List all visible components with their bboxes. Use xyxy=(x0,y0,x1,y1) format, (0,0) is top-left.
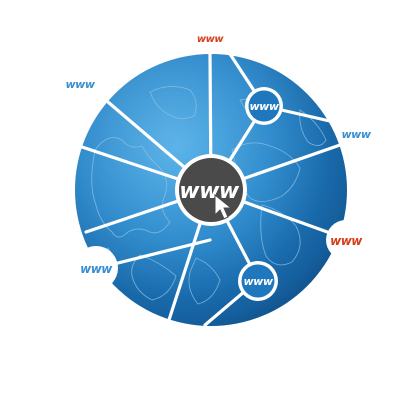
node-upper-right-inner: www xyxy=(245,87,283,125)
node-left-lower: www xyxy=(74,246,118,290)
node-right-edge-label: www xyxy=(330,234,363,248)
cursor-arrow-icon xyxy=(214,193,233,220)
node-right-label: www xyxy=(342,128,372,141)
node-upper-right-inner-label: www xyxy=(250,100,280,113)
node-top-label: www xyxy=(197,34,224,45)
node-bottom-inner: www xyxy=(238,261,278,301)
node-bottom-inner-label: www xyxy=(244,275,274,288)
node-left-lower-label: www xyxy=(80,262,113,276)
center-badge: www xyxy=(175,154,247,226)
center-label: www xyxy=(179,179,240,204)
node-upper-left-label: www xyxy=(66,78,96,91)
node-right-edge: www xyxy=(326,220,366,260)
